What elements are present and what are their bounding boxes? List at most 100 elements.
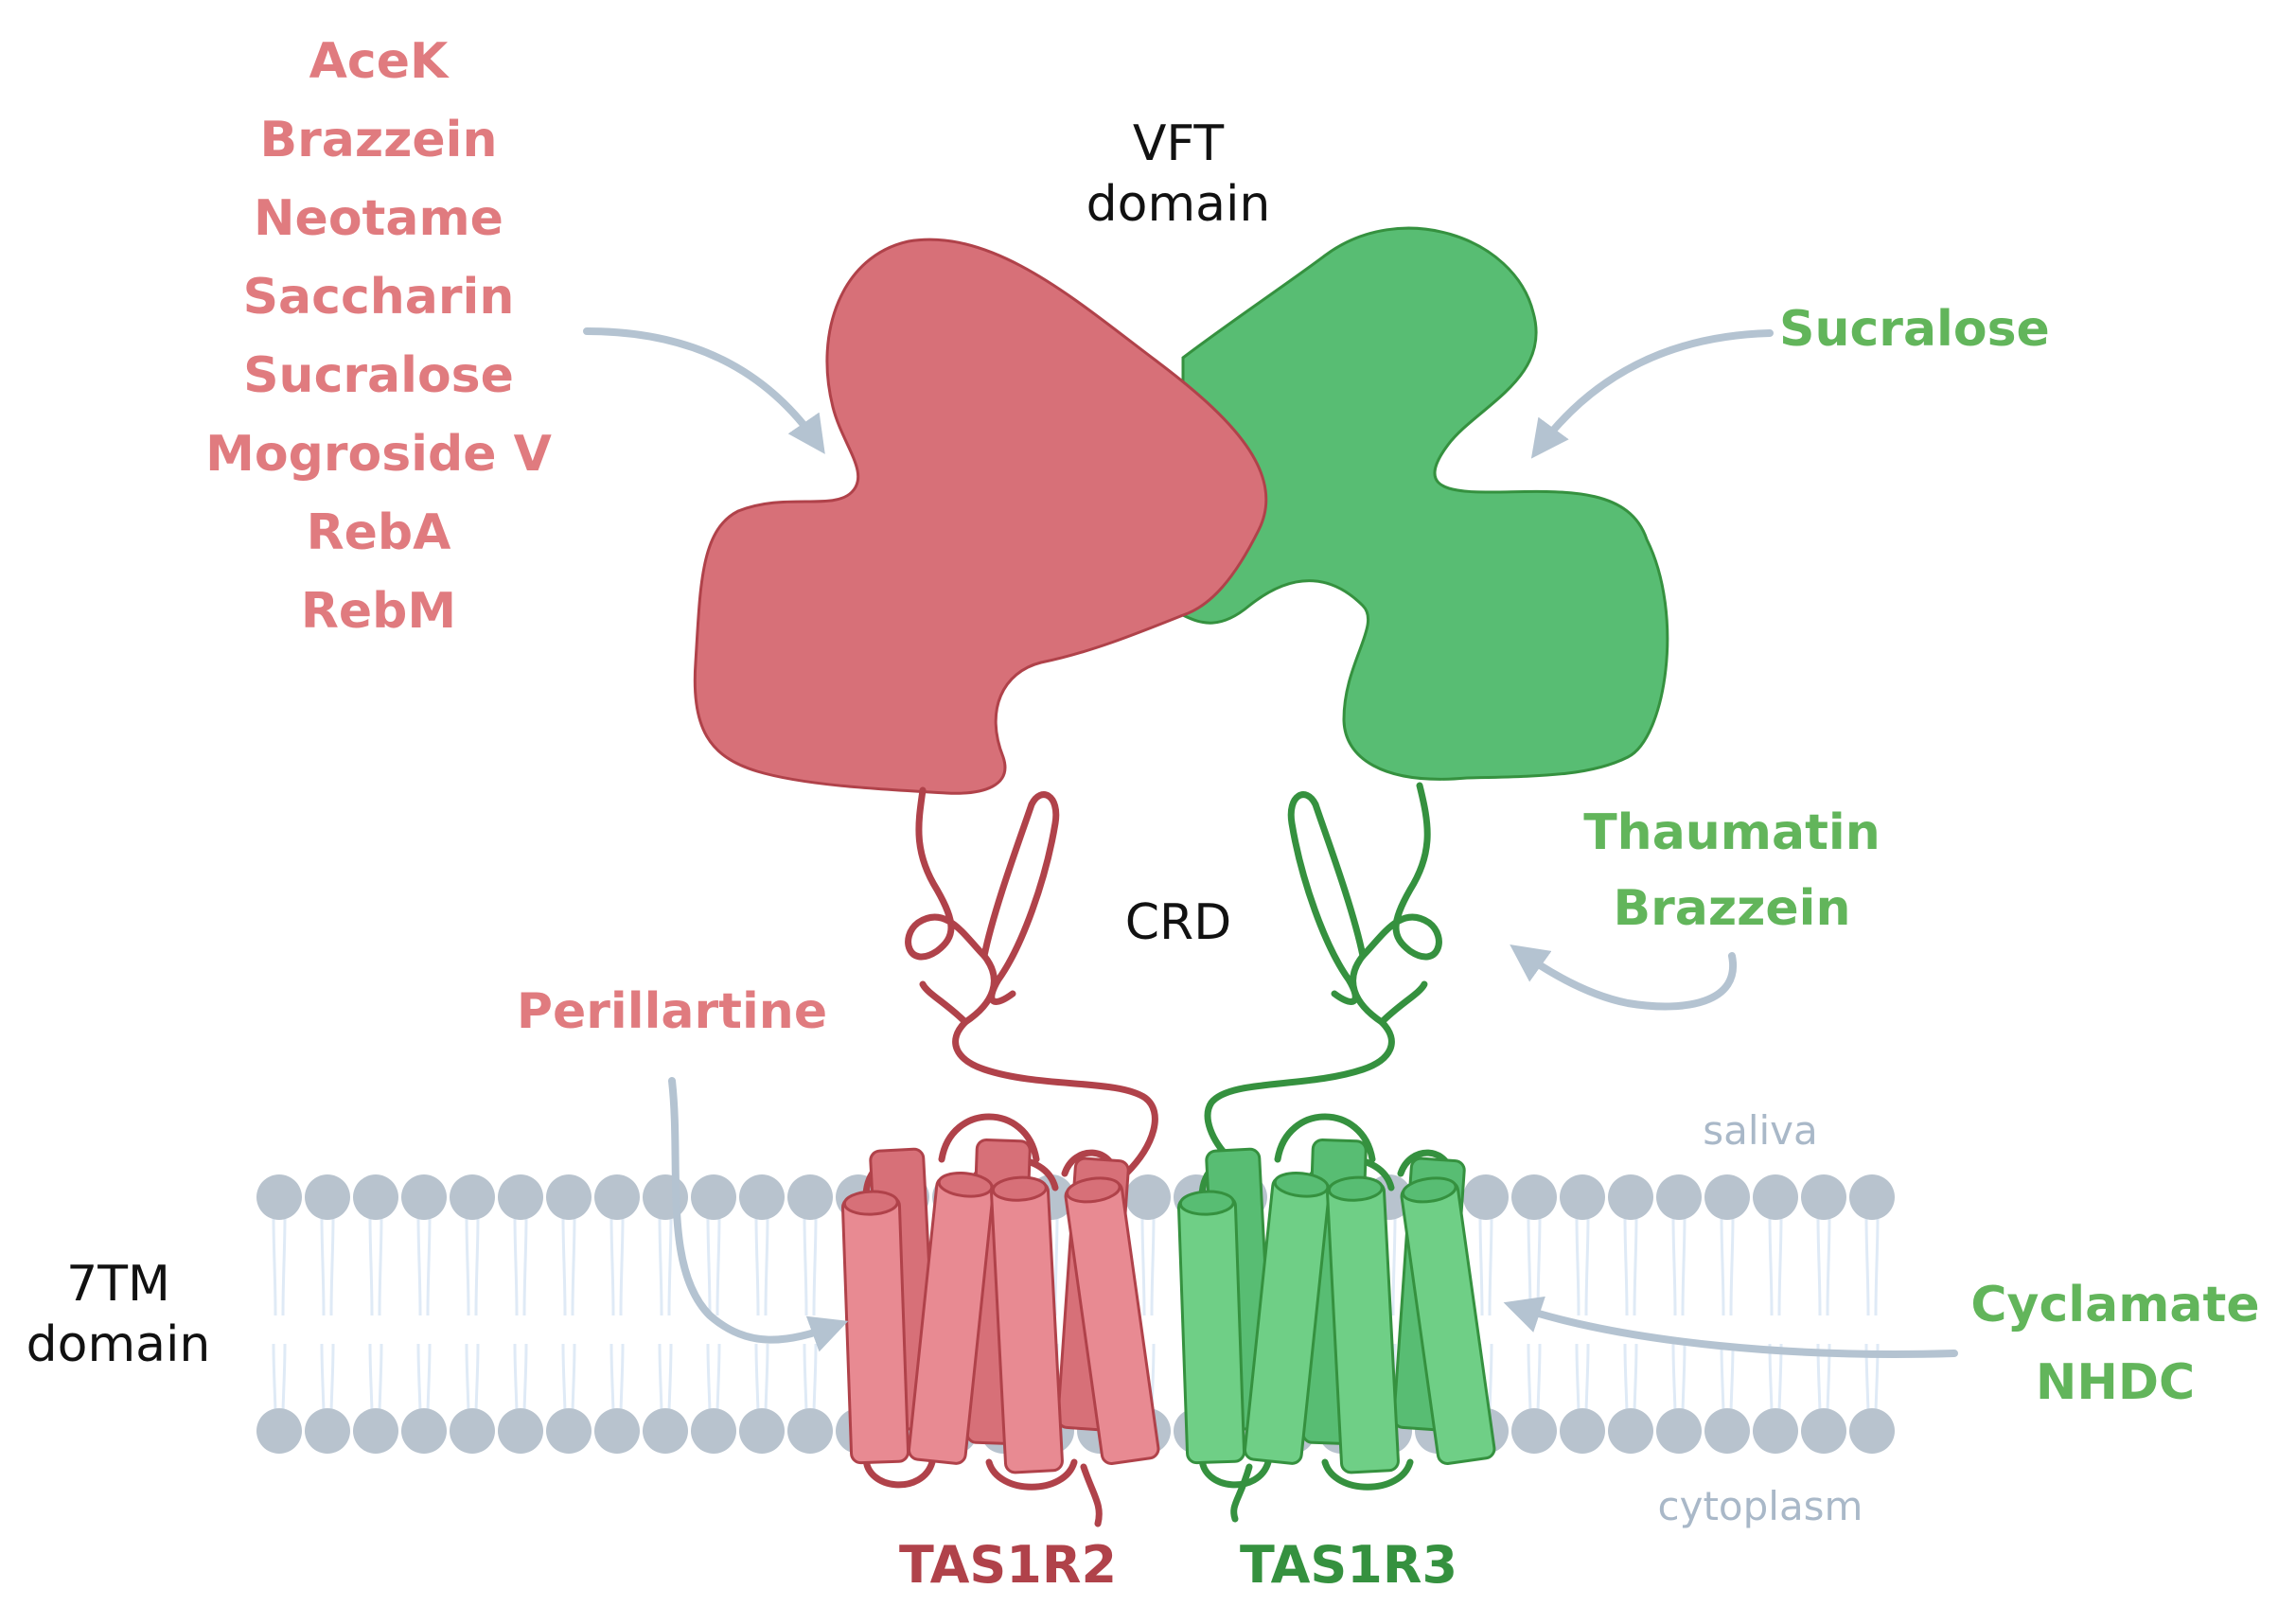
- lipid-head: [450, 1408, 495, 1454]
- tm-helix-cap: [1327, 1175, 1384, 1202]
- ligand-name: NHDC: [2035, 1354, 2196, 1411]
- tm-helix-cap: [1066, 1176, 1121, 1204]
- lipid-head: [594, 1174, 640, 1220]
- tm-helix-cap: [842, 1190, 899, 1216]
- arrow-tas1r3-tmd: [1503, 1296, 1958, 1358]
- ligand-name: Sucralose: [1779, 301, 2050, 358]
- tas1r2-label: TAS1R2: [898, 1535, 1118, 1595]
- lipid-head: [401, 1174, 447, 1220]
- tm-loop: [1198, 1454, 1272, 1489]
- tm-helix-cap: [1273, 1172, 1330, 1198]
- lipid-head: [787, 1174, 833, 1220]
- lipid-tail: [320, 1215, 335, 1416]
- lipid-head: [305, 1174, 350, 1220]
- lipid-tail: [465, 1215, 480, 1416]
- tm-helix-cap: [1178, 1190, 1235, 1216]
- ligand-name: Neotame: [254, 190, 503, 247]
- crd-label: CRD: [1124, 894, 1232, 951]
- vft-label-line: domain: [1086, 176, 1271, 233]
- lipid-tail: [1671, 1215, 1686, 1416]
- lipid-head: [546, 1408, 592, 1454]
- lipid-tail: [609, 1215, 625, 1416]
- 7tm-domain-label: 7TM domain: [0, 1254, 237, 1375]
- lipid-tail: [803, 1215, 818, 1416]
- lipid-tail: [1768, 1215, 1783, 1416]
- tas1r3-label: TAS1R3: [1239, 1535, 1458, 1595]
- lipid-head: [787, 1408, 833, 1454]
- ligand-name: Brazzein: [1613, 880, 1851, 937]
- ligand-name: Perillartine: [516, 983, 828, 1040]
- tm-helix: [1176, 1194, 1246, 1465]
- tas1r3-vft-lobe: [1181, 226, 1669, 781]
- ligand-name: AceK: [309, 33, 449, 90]
- lipid-head: [1125, 1174, 1171, 1220]
- lipid-head: [546, 1174, 592, 1220]
- lipid-head: [691, 1174, 736, 1220]
- tas1r2-crd: [905, 786, 1158, 1177]
- lipid-head: [643, 1408, 688, 1454]
- arrow-tas1r2-vft: [583, 327, 825, 454]
- lipid-head: [643, 1174, 688, 1220]
- vft-label-line: VFT: [1132, 115, 1225, 172]
- lipid-tail: [1478, 1215, 1493, 1416]
- tm-helix: [840, 1194, 910, 1465]
- tm-loop: [862, 1454, 936, 1489]
- ligand-name: Saccharin: [242, 269, 515, 326]
- lipid-head: [353, 1174, 398, 1220]
- lipid-head: [1849, 1174, 1895, 1220]
- tm-loop: [985, 1458, 1078, 1491]
- c-terminal-tail: [1230, 1463, 1253, 1523]
- lipid-tail: [1720, 1215, 1735, 1416]
- ligand-name: RebA: [306, 504, 451, 561]
- lipid-head: [1704, 1174, 1750, 1220]
- lipid-tail: [706, 1215, 721, 1416]
- ligand-name: Mogroside V: [205, 426, 552, 483]
- lipid-head: [594, 1408, 640, 1454]
- lipid-head: [256, 1174, 302, 1220]
- tas1r2-vft-ligand-list: AceK Brazzein Neotame Saccharin Sucralos…: [189, 23, 568, 651]
- tas1r2-vft-lobe: [693, 238, 1268, 795]
- cytoplasm-label: cytoplasm: [1657, 1483, 1863, 1529]
- lipid-tail: [513, 1215, 528, 1416]
- tas1r2-7tm-bundle: [840, 1113, 1160, 1527]
- arrow-tas1r3-vft: [1530, 329, 1774, 459]
- lipid-head: [1704, 1408, 1750, 1454]
- lipid-tail: [658, 1215, 673, 1416]
- lipid-tail: [1816, 1215, 1831, 1416]
- tas1r3-crd: [1204, 782, 1442, 1163]
- ligand-name: RebM: [300, 583, 457, 640]
- lipid-tail: [1140, 1215, 1156, 1416]
- lipid-head: [256, 1408, 302, 1454]
- 7tm-label-line: domain: [26, 1316, 211, 1373]
- lipid-head: [305, 1408, 350, 1454]
- tas1r3-vft-ligand-list: Sucralose: [1779, 298, 2101, 361]
- lipid-head: [1608, 1408, 1653, 1454]
- lipid-tail: [1527, 1215, 1542, 1416]
- lipid-head: [1801, 1174, 1846, 1220]
- saliva-label: saliva: [1703, 1107, 1818, 1154]
- ligand-name: Sucralose: [243, 347, 514, 404]
- tas1r3-tmd-ligand-list: Cyclamate NHDC: [1959, 1266, 2271, 1421]
- tm-loop: [1321, 1458, 1414, 1491]
- tas1r3-crd-ligand-list: Thaumatin Brazzein: [1562, 795, 1902, 946]
- ligand-name: Cyclamate: [1970, 1277, 2260, 1333]
- lipid-head: [1753, 1408, 1798, 1454]
- arrow-tas1r3-crd: [1510, 944, 1738, 1011]
- lipid-head: [1560, 1174, 1605, 1220]
- ligand-name: Thaumatin: [1583, 804, 1881, 861]
- lipid-head: [401, 1408, 447, 1454]
- vft-domain-label: VFT domain: [1060, 114, 1297, 235]
- lipid-head: [353, 1408, 398, 1454]
- lipid-head: [1753, 1174, 1798, 1220]
- lipid-tail: [1575, 1215, 1590, 1416]
- lipid-head: [1656, 1174, 1702, 1220]
- lipid-head: [498, 1174, 543, 1220]
- tas1r3-7tm-bundle: [1176, 1113, 1496, 1523]
- lipid-tail: [368, 1215, 383, 1416]
- lipid-head: [1560, 1408, 1605, 1454]
- ligand-name: Brazzein: [259, 112, 498, 168]
- lipid-head: [1656, 1408, 1702, 1454]
- lipid-head: [1463, 1174, 1509, 1220]
